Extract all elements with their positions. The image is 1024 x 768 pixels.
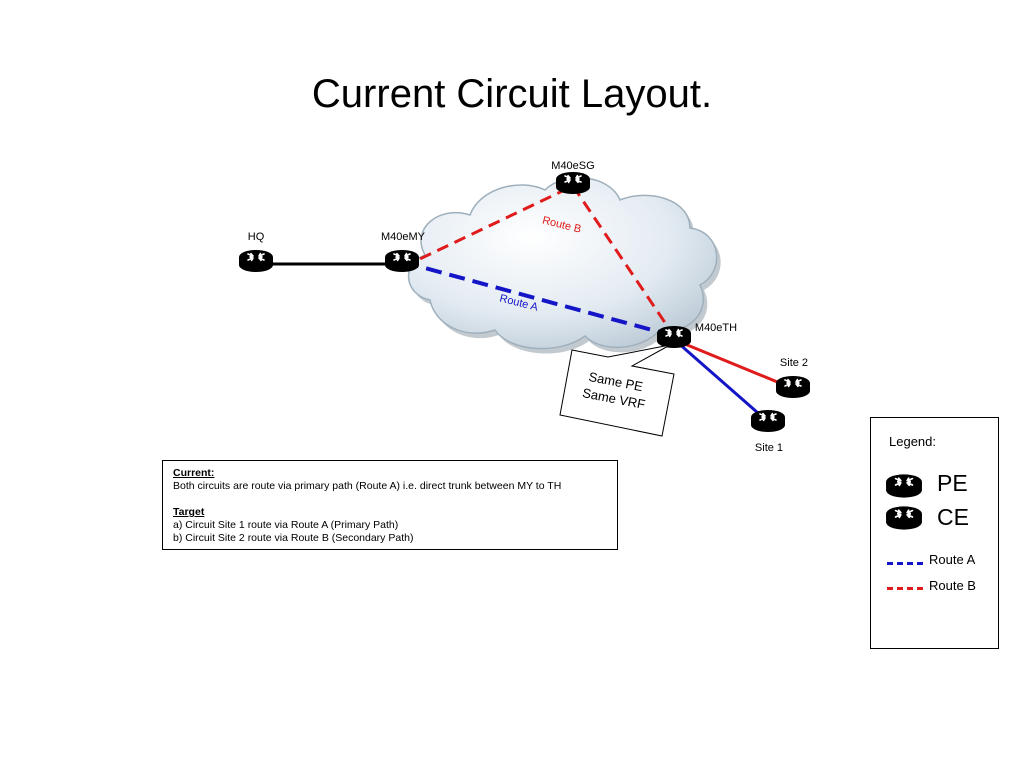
label-hq: HQ: [248, 231, 265, 243]
router-th-icon: [656, 325, 692, 349]
callout-same-pe-vrf: Same PE Same VRF: [559, 344, 675, 437]
legend-box: Legend: PE CE Route A Route B: [870, 417, 999, 649]
router-my-icon: [384, 249, 420, 273]
legend-route-b-label: Route B: [929, 578, 976, 593]
label-my: M40eMY: [381, 231, 426, 243]
legend-title: Legend:: [889, 434, 936, 449]
current-heading: Current:: [173, 467, 215, 479]
router-site1-icon: [750, 409, 786, 433]
label-sg: M40eSG: [551, 160, 594, 172]
route-b-my-sg: [402, 184, 574, 269]
legend-ce-label: CE: [937, 504, 969, 530]
legend-pe-label: PE: [937, 470, 968, 496]
page-title: Current Circuit Layout.: [311, 72, 713, 116]
target-heading: Target: [173, 506, 205, 518]
legend-route-a-line: [887, 562, 923, 565]
router-hq-icon: [238, 249, 274, 273]
label-th: M40eTH: [695, 322, 737, 334]
target-b: b) Circuit Site 2 route via Route B (Sec…: [173, 532, 414, 544]
current-text: Both circuits are route via primary path…: [173, 480, 562, 492]
notes-box: Current: Both circuits are route via pri…: [162, 460, 618, 550]
link-th-site2: [679, 340, 793, 390]
label-site1: Site 1: [755, 442, 783, 454]
link-th-site1: [676, 340, 767, 422]
route-b-sg-th: [571, 185, 676, 337]
legend-route-a-label: Route A: [929, 552, 976, 567]
legend-route-b-line: [887, 587, 923, 590]
legend-ce-icon: [885, 505, 923, 531]
router-sg-icon: [555, 171, 591, 195]
router-site2-icon: [775, 375, 811, 399]
target-a: a) Circuit Site 1 route via Route A (Pri…: [173, 519, 399, 531]
legend-pe-icon: [885, 473, 923, 499]
label-site2: Site 2: [780, 357, 808, 369]
